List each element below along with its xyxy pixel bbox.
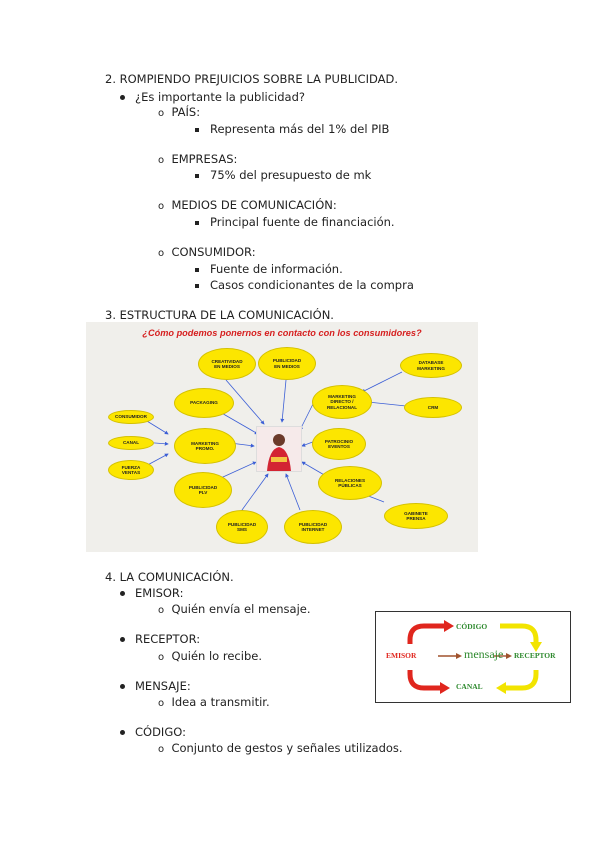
- square-bullet-icon: [195, 127, 199, 132]
- square-bullet-icon: [195, 267, 199, 272]
- node-relaciones-publicas: RELACIONES PÚBLICAS: [318, 466, 382, 500]
- receptor-label: RECEPTOR: [514, 651, 556, 660]
- item-emisor: EMISOR:: [120, 586, 183, 600]
- node-marketing-directo: MARKETING DIRECTO / RELACIONAL: [312, 385, 372, 419]
- node-packaging: PACKAGING: [174, 388, 234, 418]
- group-medios: o MEDIOS DE COMUNICACIÓN:: [158, 198, 337, 212]
- sub-mensaje: o Idea a transmitir.: [158, 695, 270, 709]
- circle-bullet-icon: o: [158, 248, 165, 259]
- item-receptor: RECEPTOR:: [120, 632, 200, 646]
- circle-bullet-icon: o: [158, 108, 165, 119]
- group-label: EMPRESAS:: [171, 152, 238, 166]
- node-publicidad-sms: PUBLICIDAD SMS: [216, 510, 268, 544]
- section-4-heading: 4. LA COMUNICACIÓN.: [105, 570, 234, 584]
- center-person-image: [256, 426, 302, 472]
- group-label: MEDIOS DE COMUNICACIÓN:: [171, 198, 337, 212]
- canal-label: CANAL: [456, 682, 483, 691]
- square-bullet-icon: [195, 283, 199, 288]
- group-label: CONSUMIDOR:: [171, 245, 256, 259]
- item-codigo: CÓDIGO:: [120, 725, 186, 739]
- group-label: PAÍS:: [171, 105, 201, 119]
- section-2-heading: 2. ROMPIENDO PREJUICIOS SOBRE LA PUBLICI…: [105, 72, 399, 86]
- node-crm: CRM: [404, 397, 462, 418]
- square-bullet-icon: [195, 220, 199, 225]
- node-publicidad-internet: PUBLICIDAD INTERNET: [284, 510, 342, 544]
- bullet-dot-icon: [120, 95, 125, 100]
- emisor-label: EMISOR: [386, 651, 417, 660]
- square-bullet-icon: [195, 173, 199, 178]
- node-fuerza-ventas: FUERZA VENTAS: [108, 460, 154, 480]
- bullet-dot-icon: [120, 591, 125, 596]
- group-item: Casos condicionantes de la compra: [195, 278, 414, 292]
- group-item: Principal fuente de financiación.: [195, 215, 395, 229]
- node-patrocinio-eventos: PATROCINIO EVENTOS: [312, 428, 366, 460]
- circle-bullet-icon: o: [158, 698, 165, 709]
- item-mensaje: MENSAJE:: [120, 679, 191, 693]
- group-item: Representa más del 1% del PIB: [195, 122, 389, 136]
- codigo-label: CÓDIGO: [456, 622, 488, 631]
- group-item: 75% del presupuesto de mk: [195, 168, 371, 182]
- group-empresas: o EMPRESAS:: [158, 152, 237, 166]
- communication-mindmap: ¿Cómo podemos ponernos en contacto con l…: [86, 322, 478, 552]
- sub-receptor: o Quién lo recibe.: [158, 649, 262, 663]
- group-consumidor: o CONSUMIDOR:: [158, 245, 256, 259]
- sub-codigo: o Conjunto de gestos y señales utilizado…: [158, 741, 403, 755]
- group-pais: o PAÍS:: [158, 105, 200, 119]
- mensaje-label: mensaje: [464, 647, 504, 661]
- circle-bullet-icon: o: [158, 652, 165, 663]
- node-marketing-promo: MARKETING PROMO.: [174, 428, 236, 464]
- node-database-marketing: DATABASE MARKETING: [400, 353, 462, 378]
- circle-bullet-icon: o: [158, 744, 165, 755]
- node-publicidad-medios: PUBLICIDAD EN MEDIOS: [258, 347, 316, 380]
- node-canal: CANAL: [108, 436, 154, 450]
- circle-bullet-icon: o: [158, 155, 165, 166]
- cycle-arrows-icon: [407, 620, 542, 694]
- node-consumidor: CONSUMIDOR: [108, 410, 154, 424]
- sub-emisor: o Quién envía el mensaje.: [158, 602, 311, 616]
- bullet-question: ¿Es importante la publicidad?: [120, 90, 305, 104]
- node-gabinete-prensa: GABINETE PRENSA: [384, 503, 448, 529]
- bullet-dot-icon: [120, 730, 125, 735]
- person-icon: [267, 434, 291, 471]
- communication-diagram: CÓDIGO EMISOR mensaje RECEPTOR CANAL: [375, 611, 571, 703]
- section-3-heading: 3. ESTRUCTURA DE LA COMUNICACIÓN.: [105, 308, 334, 322]
- mindmap-title: ¿Cómo podemos ponernos en contacto con l…: [142, 328, 422, 338]
- node-publicidad-plv: PUBLICIDAD PLV: [174, 472, 232, 508]
- circle-bullet-icon: o: [158, 201, 165, 212]
- node-creatividad-medios: CREATIVIDAD EN MEDIOS: [198, 348, 256, 380]
- group-item: Fuente de información.: [195, 262, 343, 276]
- bullet-dot-icon: [120, 637, 125, 642]
- question-text: ¿Es importante la publicidad?: [135, 90, 306, 104]
- circle-bullet-icon: o: [158, 605, 165, 616]
- bullet-dot-icon: [120, 684, 125, 689]
